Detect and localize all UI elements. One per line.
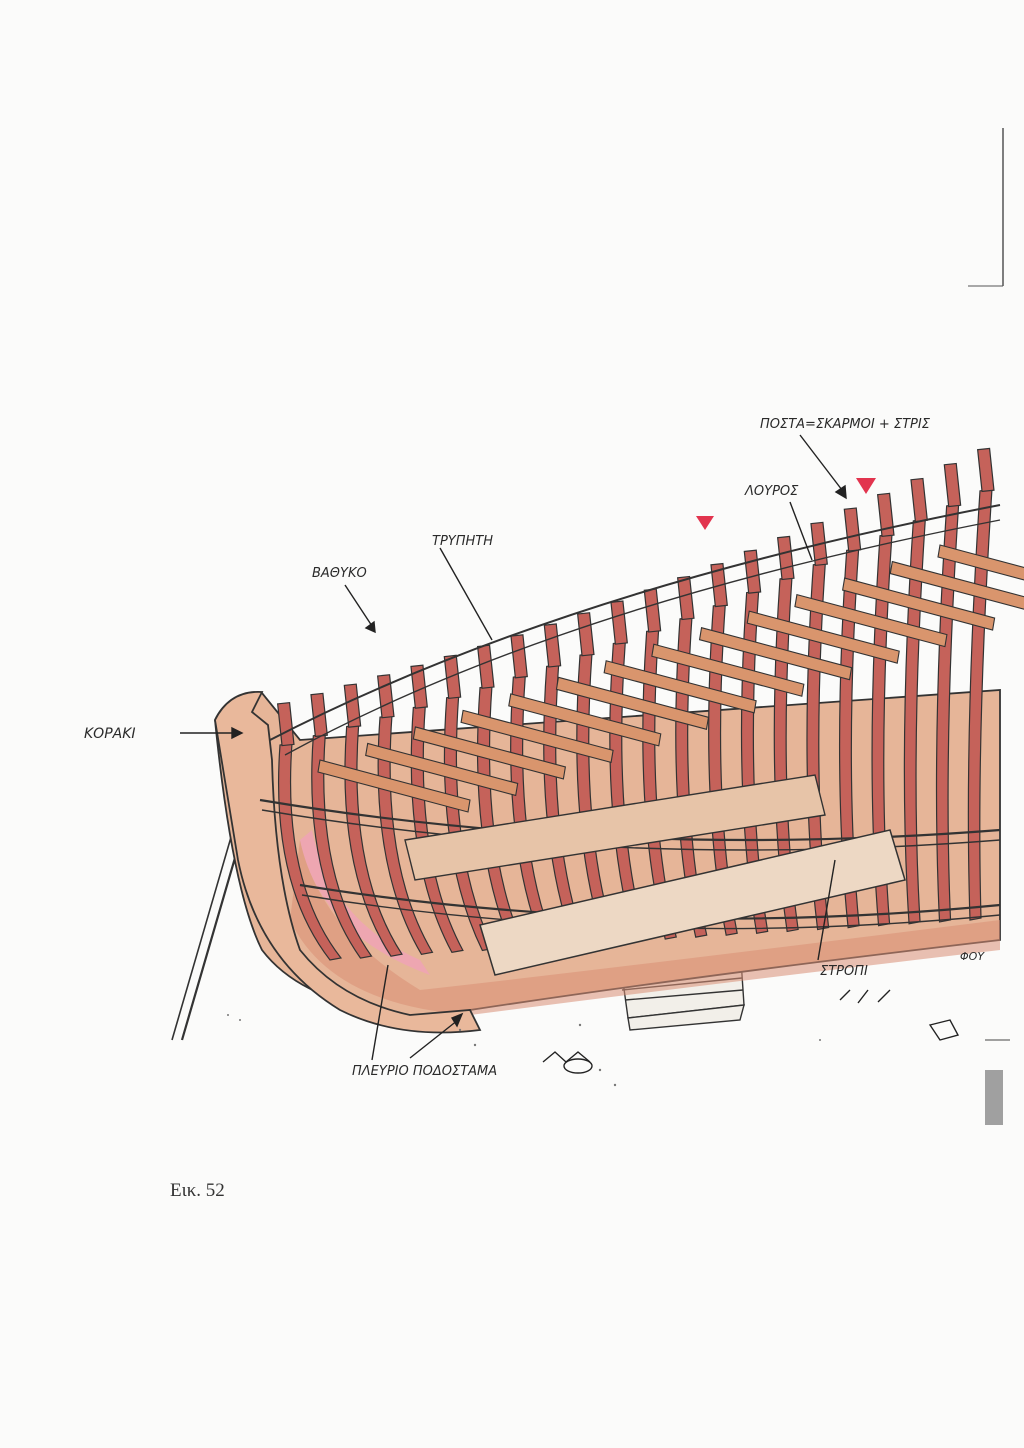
label-louros: ΛΟΥΡΟΣ [744, 484, 799, 499]
frame-head [343, 683, 362, 728]
frame-head [676, 575, 695, 621]
red-marker-2 [856, 478, 876, 494]
frame-head [643, 588, 662, 633]
frame-head [843, 507, 862, 552]
frame-rib [277, 742, 343, 961]
floor-plank [603, 660, 757, 714]
floor-plank [651, 643, 805, 697]
label-posta: ΠΟΣΤΑ=ΣΚΑΡΜΟΙ + ΣΤΡΙΣ [760, 417, 931, 432]
floor-plank [937, 544, 1024, 581]
frame-head [576, 612, 595, 657]
stem-post [214, 691, 482, 1034]
gunwale-line [284, 519, 1001, 756]
frame-head [743, 549, 762, 594]
gunwale-line [269, 504, 1001, 741]
leader-lines [180, 434, 847, 1061]
loose-plank [479, 829, 906, 976]
planks-group [317, 544, 1024, 813]
frame-head [876, 492, 895, 538]
label-fou: ΦΟΥ [960, 950, 985, 963]
floor-plank [794, 593, 948, 648]
floor-plank [317, 759, 471, 813]
floor-plank [412, 726, 567, 780]
frame-head [510, 634, 528, 679]
frame-head [443, 654, 462, 700]
floor-plank [460, 709, 614, 764]
frame-head [976, 447, 995, 493]
frame-rib [344, 723, 403, 957]
figure-caption: Εικ. 52 [170, 1180, 225, 1201]
red-marker-1 [696, 516, 714, 530]
hull-shadow [290, 840, 1000, 1015]
floor-plank [555, 676, 710, 730]
frame-rib [708, 603, 738, 936]
label-stropi: ΣΤΡΟΠΙ [820, 964, 868, 979]
label-plevrio: ΠΛΕΥΡΙΟ ΠΟΔΟΣΤΑΜΑ [352, 1064, 497, 1079]
floor-plank [889, 560, 1024, 610]
signature-mark [542, 989, 960, 1074]
frame-head [410, 664, 428, 709]
floor-plank [508, 693, 662, 747]
frame-head [910, 477, 928, 523]
frame-rib [311, 733, 373, 959]
floor-plank [841, 577, 996, 631]
floor-plank [365, 742, 519, 797]
label-korakI: ΚΟΡΑΚΙ [84, 726, 136, 742]
scan-edge-mark [985, 1070, 1003, 1125]
pink-inner-band [300, 830, 430, 975]
frame-head [610, 600, 628, 645]
frame-rib [806, 562, 830, 931]
frame-head [376, 674, 395, 719]
label-trypiti: ΤΡΥΠΗΤΗ [432, 534, 493, 549]
frame-head [776, 535, 795, 581]
support-post [171, 819, 237, 1041]
label-vathyko: ΒΑΘΥΚΟ [312, 566, 367, 581]
frame-head [943, 462, 962, 508]
frame-head [476, 644, 495, 689]
floor-plank [746, 610, 900, 664]
frame-head [543, 623, 562, 668]
dust-dots [227, 1014, 821, 1087]
loose-plank [404, 774, 826, 881]
floor-plank [698, 627, 853, 681]
